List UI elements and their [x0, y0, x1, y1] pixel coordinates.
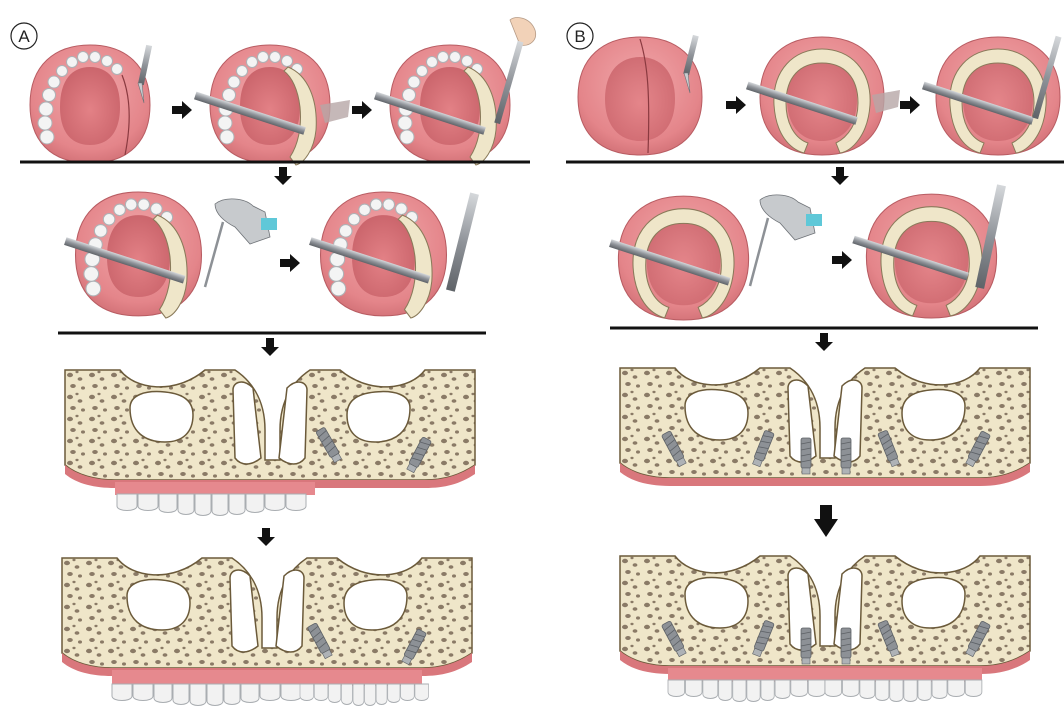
implant-driver-icon — [446, 193, 479, 292]
panel-label-b: B — [567, 23, 593, 49]
arrow-right-icon — [832, 251, 852, 269]
panel-a: A — [11, 17, 536, 705]
step-a4-drilling — [64, 192, 277, 318]
arrow-right-icon — [900, 96, 920, 114]
handpiece-icon — [750, 195, 822, 286]
panel-label-a: A — [11, 23, 37, 49]
step-b2-flap-elevation — [746, 37, 900, 155]
step-b5-implant-placement — [852, 184, 1006, 318]
step-b3-osteotomy — [922, 36, 1061, 155]
arrow-down-icon — [274, 167, 292, 185]
arrow-right-icon — [172, 101, 192, 119]
arrow-down-icon — [815, 333, 833, 351]
arrow-down-icon — [831, 167, 849, 185]
arrow-down-icon — [257, 528, 275, 546]
step-a1-incision — [30, 45, 152, 163]
step-a2-flap-elevation — [194, 45, 350, 165]
step-a3-osteotomy — [374, 17, 536, 165]
arrow-right-icon — [726, 96, 746, 114]
panel-label-a-text: A — [18, 27, 30, 46]
step-a7-final-prosthesis — [62, 558, 472, 706]
step-b7-final-prosthesis — [620, 556, 1030, 702]
handpiece-icon — [205, 199, 277, 287]
step-b6-section-with-implants — [620, 368, 1030, 486]
arrow-right-icon — [352, 101, 372, 119]
arrow-down-icon — [261, 338, 279, 356]
step-b1-incision — [578, 35, 702, 155]
step-b4-drilling — [609, 195, 822, 320]
arrow-right-icon — [280, 254, 300, 272]
arrow-down-icon — [814, 505, 838, 537]
step-a6-section-with-prosthesis — [65, 370, 475, 516]
step-a5-implant-placement — [309, 192, 479, 318]
panel-b: B — [566, 23, 1064, 702]
panel-label-b-text: B — [574, 27, 585, 46]
